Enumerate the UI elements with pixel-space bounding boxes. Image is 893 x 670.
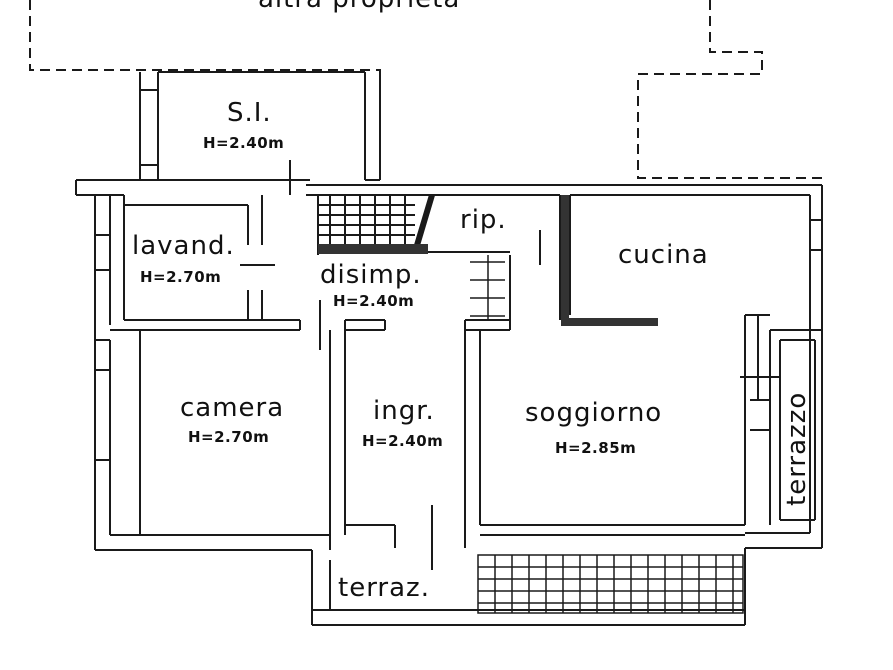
room-camera-height: H=2.70m — [188, 428, 270, 446]
stair-landing — [318, 244, 428, 254]
room-si-name: S.I. — [227, 98, 272, 128]
room-camera-name: camera — [180, 393, 285, 423]
wall-soggiorno — [480, 195, 771, 536]
window-marks — [95, 89, 822, 461]
neighbour-boundary-right — [637, 0, 822, 179]
room-ingr-name: ingr. — [373, 396, 435, 426]
room-rip-name: rip. — [460, 205, 507, 235]
wall-lavand — [123, 195, 301, 331]
room-si-height: H=2.40m — [203, 134, 285, 152]
room-cucina-name: cucina — [618, 240, 709, 270]
room-terraz-name: terraz. — [338, 573, 430, 603]
stair-small — [470, 255, 505, 320]
room-soggiorno-height: H=2.85m — [555, 439, 637, 457]
room-lavand-name: lavand. — [132, 231, 235, 261]
room-disimp-height: H=2.40m — [333, 292, 415, 310]
kitchen-partition — [561, 195, 658, 326]
wall-camera — [110, 319, 386, 535]
room-lavand-height: H=2.70m — [140, 268, 222, 286]
room-terrazzo-name: terrazzo — [782, 391, 812, 506]
room-ingr-height: H=2.40m — [362, 432, 444, 450]
neighbour-boundary — [29, 0, 381, 180]
wall-si — [139, 71, 381, 181]
neighbour-label: altra proprietà — [258, 0, 460, 12]
room-disimp-name: disimp. — [320, 260, 422, 290]
terrace-stair — [477, 554, 744, 614]
door-marks — [240, 160, 780, 610]
room-soggiorno-name: soggiorno — [525, 398, 663, 428]
wall-terrazzo — [750, 329, 822, 521]
